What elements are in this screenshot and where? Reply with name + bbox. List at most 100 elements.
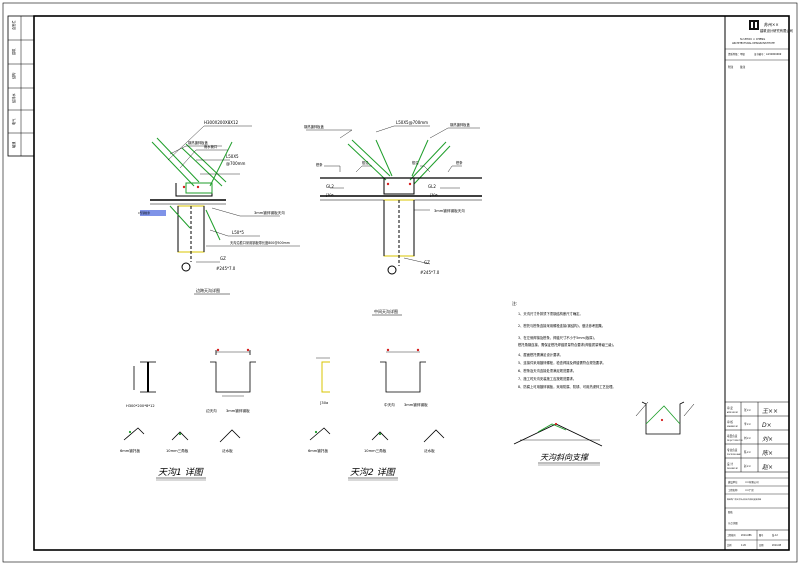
- role-3-sub: DISCIPLINE HEAD: [727, 453, 742, 456]
- role-1: 审 核: [727, 420, 733, 424]
- g1-hbeam-label: H300*200*8*12: [126, 404, 155, 408]
- client-label: 建设单位: [728, 480, 738, 484]
- note-item: 6、檩条及天沟连接处须满足规范要求。: [518, 368, 576, 373]
- notes-block: 注: 1、天沟尺寸外排须下须钢结构断尺寸确定。 2、檩托与檩条连接采用螺栓连接(…: [512, 300, 616, 389]
- mid-callout-cover-left: 钢热镀锌板盖: [304, 124, 324, 129]
- g2-bracket: 6mm镀托板: [308, 448, 328, 453]
- title-block: 苏州×× 建筑设计研究有限公司 SU ZHOU × CHENG ARCHITEC…: [724, 20, 793, 551]
- cert-label: 资质等级：甲级: [728, 52, 745, 56]
- sheet-label: 图名: [728, 510, 733, 514]
- project-label: 工程名称: [728, 488, 738, 492]
- company-en-1: SU ZHOU × CHENG: [740, 37, 765, 41]
- project-value: ××厂房: [745, 488, 754, 492]
- g1-edge-gutter: 边天沟: [206, 408, 217, 413]
- cert-number: 证书编号：A132000469: [754, 52, 782, 56]
- callout-gz: GZ: [220, 256, 226, 261]
- role-3-sig: 陈×: [762, 449, 773, 457]
- mid-callout-angle: L50X5@700mm: [396, 120, 428, 125]
- mid-callout-channel-right: [30a: [430, 193, 438, 197]
- role-3: 专业负责: [727, 448, 738, 452]
- project-info: 建设单位 ××有限公司 工程名称 ××厂房 钢结构厂房天沟节点及天沟斜向支撑详图…: [725, 477, 789, 525]
- g2-plate: 3mm镀锌钢板: [404, 402, 428, 407]
- mid-callout-eave-left: 檐沿: [362, 160, 369, 165]
- note-item: 5、连接件采用镀锌螺栓，检查焊接及焊缝需符合规范要求。: [518, 360, 606, 365]
- strip-cell-1: 建筑: [11, 48, 16, 55]
- company-en-2: ARCHITECTURAL DESIGN INSTITUTE: [732, 42, 775, 45]
- strip-cell-3: 给排水: [11, 93, 16, 103]
- role-0: 审 定: [727, 406, 733, 410]
- callout-angle2: L50*5: [232, 230, 244, 235]
- callout-column: #245*7.0: [216, 266, 236, 271]
- signature-table: [724, 401, 790, 473]
- mid-callout-gz: GZ: [424, 260, 430, 265]
- diagonal-support-detail: 天沟斜向支撑: [513, 401, 695, 466]
- role-2-sub: PROJECT DIRECTOR: [727, 440, 744, 442]
- footer-0-v: 2014-086: [741, 534, 752, 537]
- footer-3-k: 日期: [759, 543, 764, 547]
- callout-spacing: @700mm: [226, 161, 246, 166]
- g1-flashing: 泛水板: [222, 448, 233, 453]
- role-1-name: 李××: [744, 422, 751, 426]
- drawing-title: 钢结构厂房天沟节点及天沟斜向支撑详图: [727, 497, 761, 501]
- role-1-sub: EXAMINED BY: [727, 425, 738, 428]
- role-0-sig: 王××: [762, 408, 778, 415]
- edge-gutter-title: 边跨天沟详图: [196, 287, 220, 293]
- mid-callout-purlin-right: 檩条: [456, 160, 463, 165]
- role-0-sub: APPROVED BY: [727, 411, 738, 414]
- note-item: 4、屋面檩托需满足设计要求。: [518, 352, 563, 357]
- footer-1-k: 图号: [759, 533, 764, 537]
- gutter-2-title: 天沟2 详图: [350, 467, 397, 478]
- company-name-line2: 建筑设计研究有限公司: [760, 28, 793, 33]
- mid-callout-eave-right: 檐沿: [412, 160, 419, 165]
- mid-callout-gl2-right: GL2: [428, 184, 436, 189]
- mid-callout-gutter: 3mm镀锌钢板天沟: [434, 208, 465, 213]
- note-item: 1、天沟尺寸外排须下须钢结构断尺寸确定。: [518, 311, 583, 316]
- strip-cell-4: 电气: [11, 118, 16, 125]
- side-label: C型钢檩条: [138, 211, 151, 215]
- g2-flashing: 泛水板: [424, 448, 435, 453]
- mid-callout-channel-left: [30a: [326, 193, 334, 197]
- edge-gutter-detail: 钢热镀锌板盖 H300X200X8X12 雨水管口 L50X5 @700mm 3…: [138, 120, 300, 295]
- g1-triangle: 10mm三角板: [166, 448, 189, 453]
- support-title: 天沟斜向支撑: [540, 453, 589, 462]
- callout-gutter: 3mm镀锌钢板天沟: [254, 210, 285, 215]
- note-label: 附注: [728, 65, 734, 69]
- g2-triangle: 10mm三角板: [364, 448, 387, 453]
- callout-strap: 天沟沿檐口采用钢板带长度800@500mm: [230, 240, 290, 245]
- footer-2-k: 比例: [727, 543, 732, 547]
- g2-channel-label: [30a: [320, 401, 328, 405]
- callout-angle: L50X5: [226, 154, 239, 159]
- role-1-sig: D×: [762, 422, 772, 429]
- g1-bracket: 6mm镀托板: [120, 448, 140, 453]
- middle-gutter-detail: 钢热镀锌板盖 L50X5@700mm 钢热镀锌板盖 檩条 檐沿 檐沿 檩条 GL…: [304, 120, 482, 316]
- footer-0-k: 工程编号: [727, 533, 737, 537]
- note-item: 7、施工时天沟安装施工应按规范要求。: [518, 376, 576, 381]
- company-name: 苏州××: [764, 21, 779, 27]
- mid-callout-purlin-left: 檩条: [316, 162, 323, 167]
- callout-hbeam: H300X200X8X12: [204, 120, 239, 125]
- note-item: 8、防腐上可用镀锌钢板，采用防腐、防锈、可用热浸锌工艺处理。: [518, 384, 616, 389]
- middle-gutter-title: 中间天沟详图: [374, 308, 398, 314]
- mid-callout-gl2-left: GL2: [326, 184, 334, 189]
- gutter-1-title: 天沟1 详图: [158, 467, 205, 478]
- footer-2-v: 1:20: [741, 544, 747, 547]
- note-item: 2、檩托与檩条连接采用螺栓连接(钢结构)，做法参考图集。: [518, 323, 605, 328]
- gutter-2-detail: [30a 中天沟 3mm镀锌钢板 6mm镀托板 10mm三角板 泛水板 天沟2 …: [308, 348, 445, 481]
- role-3-name: 陈××: [744, 450, 751, 454]
- client-value: ××有限公司: [745, 480, 759, 484]
- callout-drain: 雨水管口: [204, 144, 217, 149]
- role-4: 设 计: [727, 462, 733, 466]
- footer-3-v: 2014.08: [772, 544, 782, 547]
- role-0-name: 张××: [744, 408, 751, 412]
- notes-heading: 注:: [512, 300, 517, 306]
- g2-mid-gutter: 中天沟: [384, 402, 395, 407]
- footer-table: 工程编号 2014-086 图号 结-12 比例 1:20 日期 2014.08: [724, 529, 790, 551]
- strip-cell-5: 暖通: [11, 141, 16, 148]
- role-4-name: 赵××: [744, 464, 751, 468]
- sheet-value: 节点详图: [728, 521, 738, 525]
- binding-strip: 会签栏 建筑 结构 给排水 电气 暖通: [7, 15, 35, 157]
- strip-cell-2: 结构: [11, 73, 16, 79]
- callout-cover: 钢热镀锌板盖: [188, 140, 208, 145]
